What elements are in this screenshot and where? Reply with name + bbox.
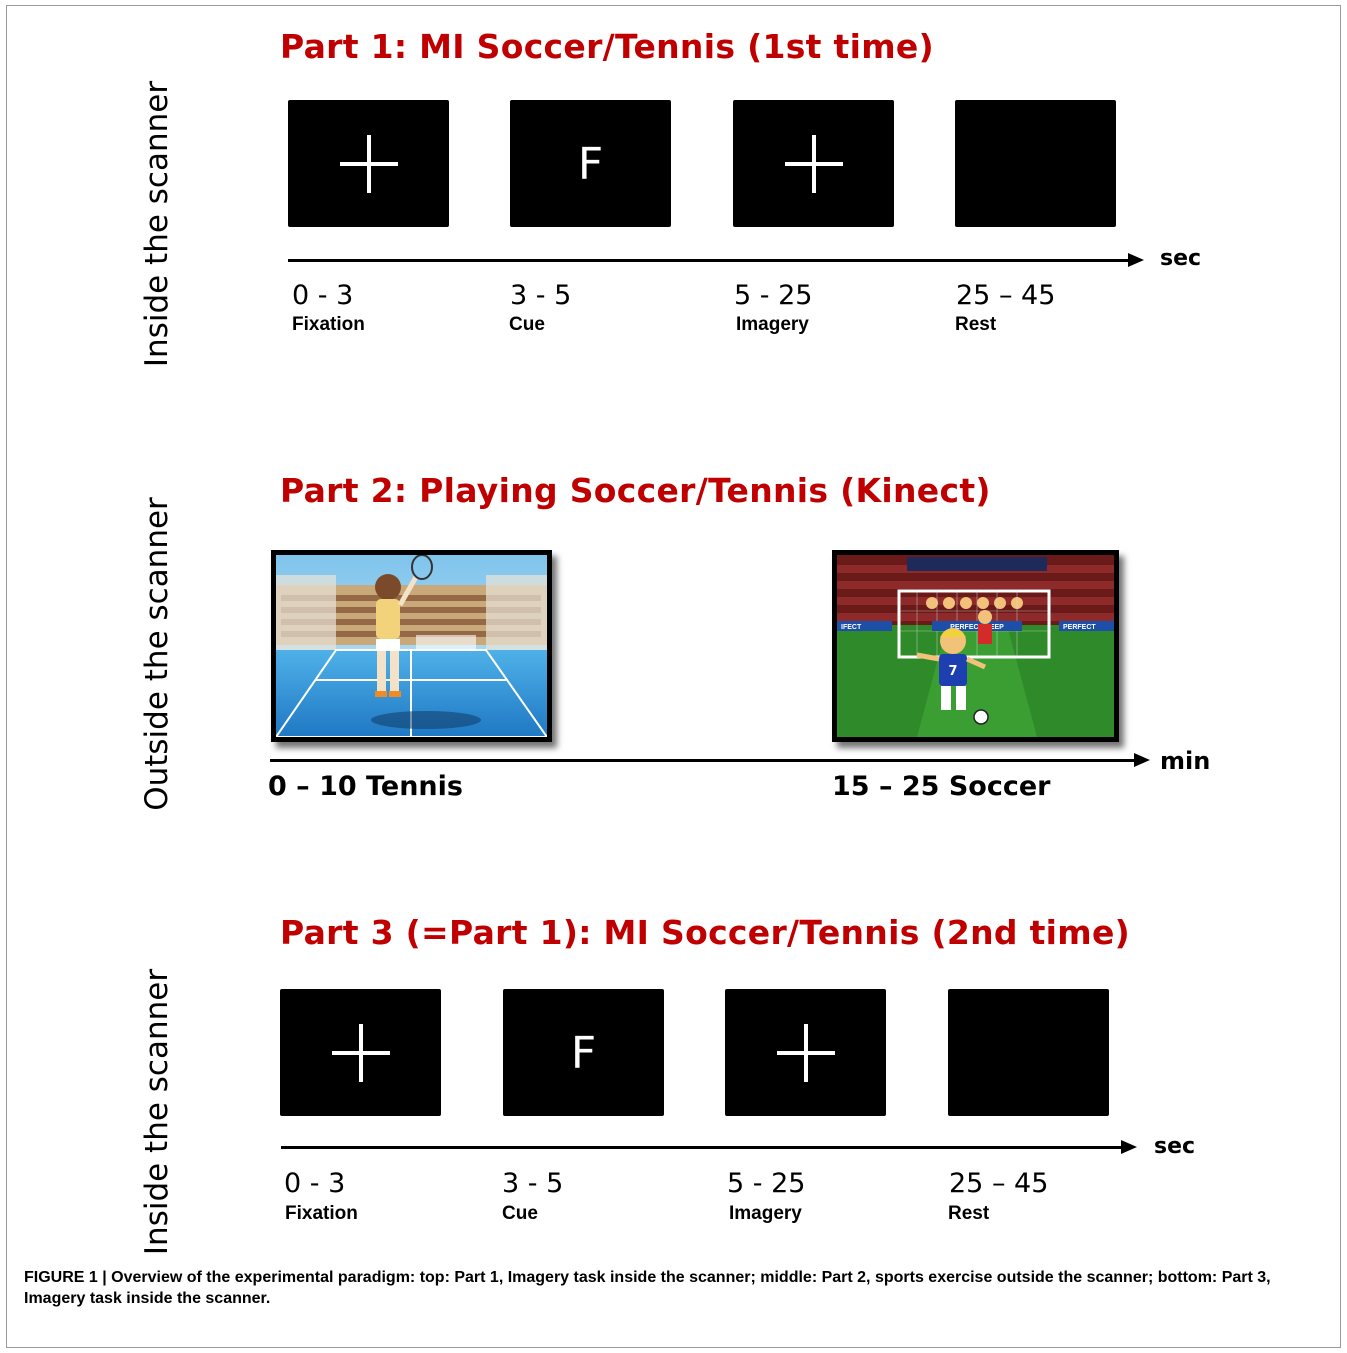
- goalkeeper-figure: [978, 610, 992, 644]
- part1-title: Part 1: MI Soccer/Tennis (1st time): [280, 27, 934, 66]
- part1-range-fixation: 0 - 3: [292, 280, 354, 311]
- part3-range-fixation: 0 - 3: [284, 1168, 346, 1199]
- part3-title: Part 3 (=Part 1): MI Soccer/Tennis (2nd …: [280, 913, 1131, 952]
- arrow-head-icon: [1128, 253, 1144, 267]
- figure-caption: FIGURE 1 | Overview of the experimental …: [24, 1269, 1271, 1307]
- figure-frame: [6, 5, 1341, 1348]
- part3-time-axis: [281, 1146, 1123, 1149]
- tennis-player-figure: [375, 555, 433, 697]
- tennis-scene-illustration: [276, 555, 547, 737]
- part3-axis-unit: sec: [1154, 1134, 1196, 1159]
- part3-rest-screen: [948, 989, 1109, 1116]
- part3-imagery-screen: [725, 989, 886, 1116]
- part3-range-imagery: 5 - 25: [727, 1168, 806, 1199]
- soccer-game-screenshot: PERFECT KEEP IFECT PERFECT 7: [832, 550, 1119, 742]
- soccer-ball-icon: [973, 709, 989, 725]
- scene-banner-text-right: PERFECT: [1063, 624, 1096, 631]
- part1-fixation-screen: [288, 100, 449, 227]
- part3-phase-imagery: Imagery: [729, 1203, 802, 1224]
- fixation-cross-icon: [331, 1023, 390, 1082]
- arrow-head-icon: [1134, 753, 1150, 767]
- fixation-cross-icon: [784, 134, 843, 193]
- part1-phase-cue: Cue: [509, 314, 545, 335]
- part1-phase-imagery: Imagery: [736, 314, 809, 335]
- part3-fixation-screen: [280, 989, 441, 1116]
- soccer-time-label: 15 – 25 Soccer: [832, 771, 1051, 802]
- part3-range-cue: 3 - 5: [502, 1168, 564, 1199]
- side-label-part3: Inside the scanner: [139, 968, 175, 1256]
- part1-phase-fixation: Fixation: [292, 314, 365, 335]
- tennis-time-label: 0 – 10 Tennis: [268, 771, 463, 802]
- fixation-cross-icon: [339, 134, 398, 193]
- part1-rest-screen: [955, 100, 1116, 227]
- side-label-part1: Inside the scanner: [139, 80, 175, 368]
- part1-cue-screen: F: [510, 100, 671, 227]
- side-label-part2: Outside the scanner: [139, 497, 175, 811]
- part1-range-imagery: 5 - 25: [734, 280, 813, 311]
- part2-axis-unit: min: [1160, 747, 1211, 775]
- part3-range-rest: 25 – 45: [949, 1168, 1049, 1199]
- part1-range-rest: 25 – 45: [956, 280, 1056, 311]
- fixation-cross-icon: [776, 1023, 835, 1082]
- player-number: 7: [948, 664, 957, 679]
- part1-range-cue: 3 - 5: [510, 280, 572, 311]
- cue-letter: F: [570, 1027, 597, 1078]
- part3-cue-screen: F: [503, 989, 664, 1116]
- soccer-player-figure: 7: [916, 628, 987, 710]
- part3-phase-cue: Cue: [502, 1203, 538, 1224]
- scene-banner-text-left: IFECT: [841, 624, 862, 631]
- part1-phase-rest: Rest: [955, 314, 997, 335]
- scene-banner-text: PERFECT KEEP: [950, 624, 1004, 631]
- part1-imagery-screen: [733, 100, 894, 227]
- tennis-game-screenshot: [271, 550, 552, 742]
- part2-title: Part 2: Playing Soccer/Tennis (Kinect): [280, 471, 991, 510]
- arrow-head-icon: [1121, 1140, 1137, 1154]
- part1-time-axis: [288, 259, 1130, 262]
- soccer-scene-illustration: PERFECT KEEP IFECT PERFECT 7: [837, 555, 1114, 737]
- part3-phase-rest: Rest: [948, 1203, 990, 1224]
- part2-time-axis: [270, 759, 1136, 762]
- cue-letter: F: [577, 138, 604, 189]
- part1-axis-unit: sec: [1160, 246, 1202, 271]
- part3-phase-fixation: Fixation: [285, 1203, 358, 1224]
